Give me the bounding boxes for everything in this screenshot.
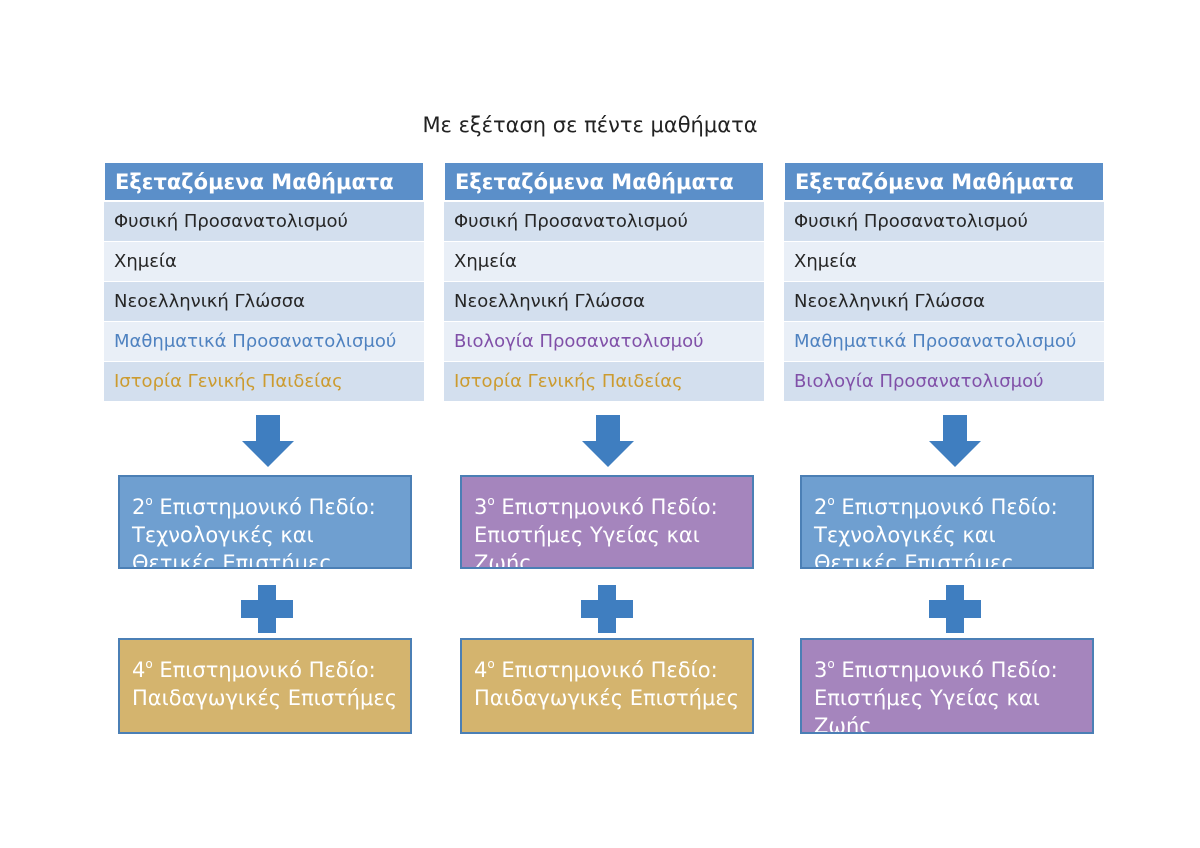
field-label: Επιστημονικό Πεδίο: Τεχνολογικές και Θετ… bbox=[814, 495, 1058, 569]
field-number: 4 bbox=[474, 658, 488, 682]
page-title: Με εξέταση σε πέντε μαθήματα bbox=[422, 113, 758, 137]
field-label: Επιστημονικό Πεδίο: Επιστήμες Υγείας και… bbox=[814, 658, 1058, 734]
field-number: 3 bbox=[814, 658, 828, 682]
column-1: Εξεταζόμενα Μαθήματα Φυσική Προσανατολισ… bbox=[104, 162, 424, 401]
field-box: 3ο Επιστημονικό Πεδίο: Επιστήμες Υγείας … bbox=[800, 638, 1094, 734]
field-label: Επιστημονικό Πεδίο: Παιδαγωγικές Επιστήμ… bbox=[132, 658, 398, 710]
field-box: 2ο Επιστημονικό Πεδίο: Τεχνολογικές και … bbox=[118, 475, 412, 569]
column-3: Εξεταζόμενα Μαθήματα Φυσική Προσανατολισ… bbox=[784, 162, 1104, 401]
field-number: 2 bbox=[814, 495, 828, 519]
down-arrow-icon bbox=[929, 415, 981, 467]
table-row: Χημεία bbox=[784, 241, 1104, 281]
degree-mark: ο bbox=[487, 494, 495, 508]
table-header: Εξεταζόμενα Μαθήματα bbox=[444, 162, 764, 201]
field-box: 4ο Επιστημονικό Πεδίο: Παιδαγωγικές Επισ… bbox=[118, 638, 412, 734]
table-header: Εξεταζόμενα Μαθήματα bbox=[784, 162, 1104, 201]
field-label: Επιστημονικό Πεδίο: Τεχνολογικές και Θετ… bbox=[132, 495, 376, 569]
subjects-table: Εξεταζόμενα Μαθήματα Φυσική Προσανατολισ… bbox=[784, 162, 1104, 401]
table-row: Ιστορία Γενικής Παιδείας bbox=[444, 361, 764, 401]
table-row: Φυσική Προσανατολισμού bbox=[104, 201, 424, 241]
table-row: Ιστορία Γενικής Παιδείας bbox=[104, 361, 424, 401]
field-box: 3ο Επιστημονικό Πεδίο: Επιστήμες Υγείας … bbox=[460, 475, 754, 569]
table-row: Βιολογία Προσανατολισμού bbox=[784, 361, 1104, 401]
table-row: Νεοελληνική Γλώσσα bbox=[104, 281, 424, 321]
field-number: 3 bbox=[474, 495, 488, 519]
down-arrow-icon bbox=[582, 415, 634, 467]
table-row: Χημεία bbox=[444, 241, 764, 281]
table-row: Νεοελληνική Γλώσσα bbox=[784, 281, 1104, 321]
degree-mark: ο bbox=[145, 494, 153, 508]
plus-icon bbox=[581, 585, 633, 633]
field-box: 2ο Επιστημονικό Πεδίο: Τεχνολογικές και … bbox=[800, 475, 1094, 569]
degree-mark: ο bbox=[827, 657, 835, 671]
table-row: Νεοελληνική Γλώσσα bbox=[444, 281, 764, 321]
field-box: 4ο Επιστημονικό Πεδίο: Παιδαγωγικές Επισ… bbox=[460, 638, 754, 734]
column-2: Εξεταζόμενα Μαθήματα Φυσική Προσανατολισ… bbox=[444, 162, 764, 401]
field-label: Επιστημονικό Πεδίο: Παιδαγωγικές Επιστήμ… bbox=[474, 658, 740, 710]
table-row: Φυσική Προσανατολισμού bbox=[444, 201, 764, 241]
field-number: 2 bbox=[132, 495, 146, 519]
table-row: Βιολογία Προσανατολισμού bbox=[444, 321, 764, 361]
table-row: Φυσική Προσανατολισμού bbox=[784, 201, 1104, 241]
down-arrow-icon bbox=[242, 415, 294, 467]
field-number: 4 bbox=[132, 658, 146, 682]
degree-mark: ο bbox=[487, 657, 495, 671]
field-label: Επιστημονικό Πεδίο: Επιστήμες Υγείας και… bbox=[474, 495, 718, 569]
degree-mark: ο bbox=[827, 494, 835, 508]
table-row: Μαθηματικά Προσανατολισμού bbox=[104, 321, 424, 361]
subjects-table: Εξεταζόμενα Μαθήματα Φυσική Προσανατολισ… bbox=[104, 162, 424, 401]
table-header: Εξεταζόμενα Μαθήματα bbox=[104, 162, 424, 201]
plus-icon bbox=[241, 585, 293, 633]
plus-icon bbox=[929, 585, 981, 633]
degree-mark: ο bbox=[145, 657, 153, 671]
table-row: Χημεία bbox=[104, 241, 424, 281]
table-row: Μαθηματικά Προσανατολισμού bbox=[784, 321, 1104, 361]
subjects-table: Εξεταζόμενα Μαθήματα Φυσική Προσανατολισ… bbox=[444, 162, 764, 401]
